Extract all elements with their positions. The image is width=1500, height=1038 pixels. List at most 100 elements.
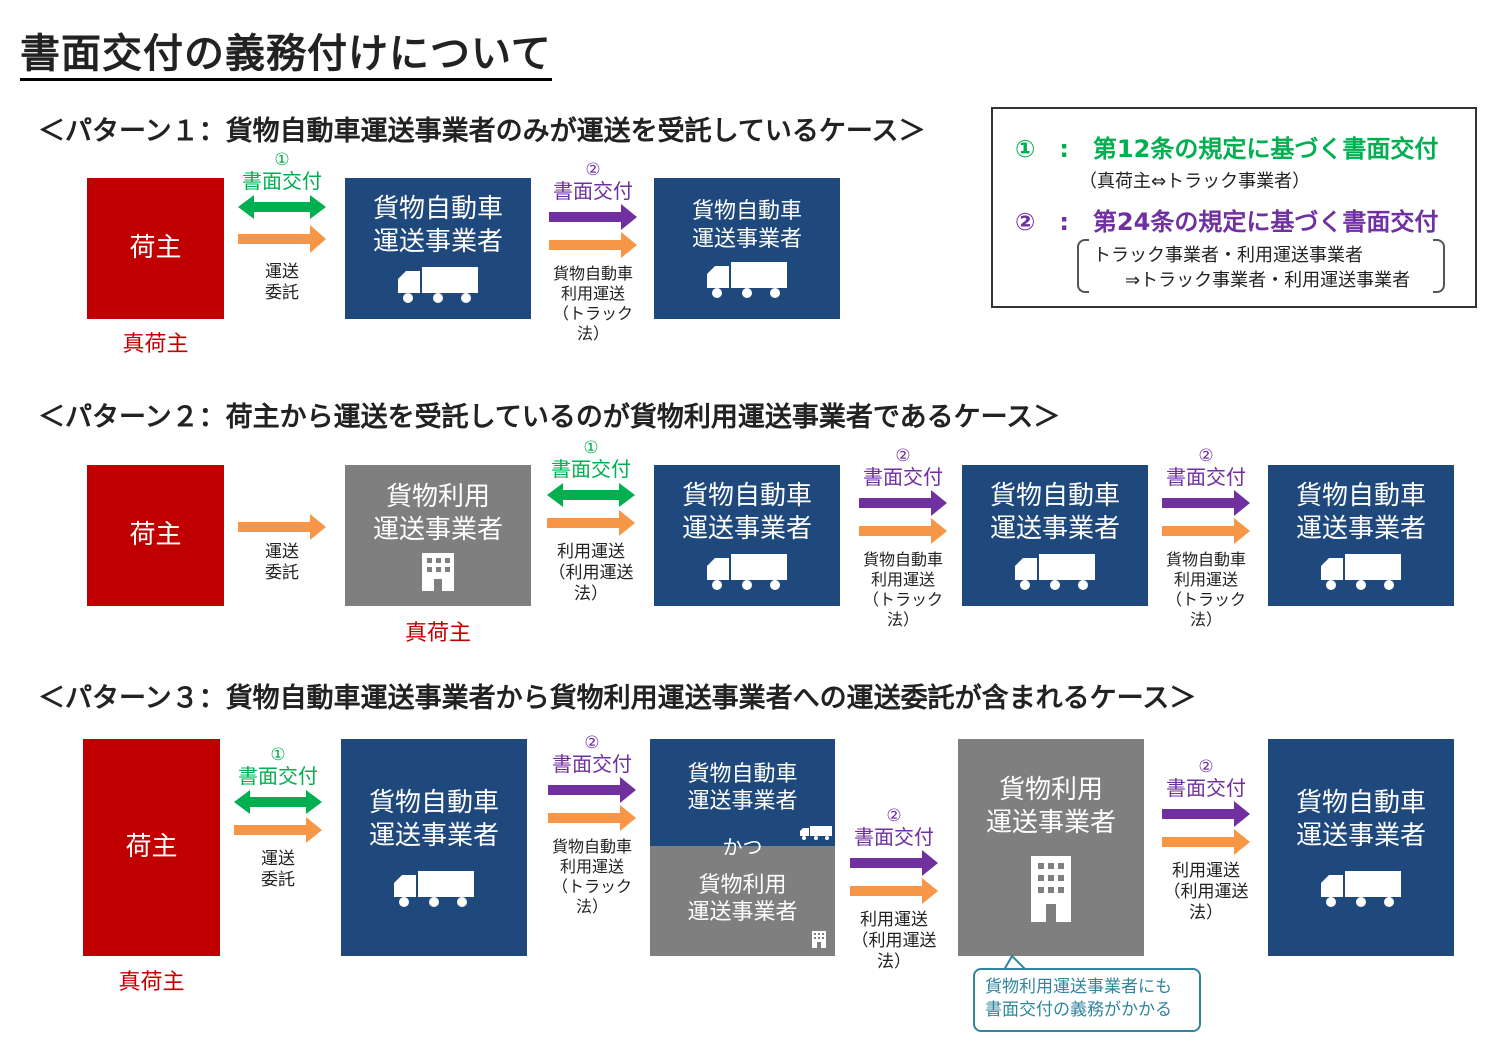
pattern1-true-shipper-note: 真荷主 bbox=[122, 332, 189, 357]
arrow-caption: 利用運送 （利用運送法） bbox=[1163, 861, 1249, 923]
arrow-caption: 運送 委託 bbox=[261, 849, 295, 890]
page-title: 書面交付の義務付けについて bbox=[20, 30, 552, 81]
pattern2-true-shipper-note: 真荷主 bbox=[404, 621, 471, 646]
legend-bracket-left bbox=[1077, 239, 1089, 293]
carrier-label: 貨物自動車 運送事業者 bbox=[691, 198, 802, 252]
purple-arrow-icon bbox=[850, 850, 938, 904]
carrier-label: 貨物自動車 運送事業者 bbox=[1295, 787, 1426, 851]
pattern1-arrow-2: ② 書面交付 貨物自動車 利用運送 （トラック法） bbox=[547, 160, 639, 344]
circle-one: ① bbox=[270, 745, 286, 765]
pattern3-carrier-1-box: 貨物自動車 運送事業者 bbox=[341, 739, 527, 956]
building-icon bbox=[1027, 854, 1075, 922]
pattern2-shipper-box: 荷主 bbox=[87, 465, 224, 606]
arrow-caption: 貨物自動車 利用運送 （トラック法） bbox=[862, 550, 943, 629]
document-delivery-label: 書面交付 bbox=[551, 457, 631, 481]
callout-note: 貨物利用運送事業者にも 書面交付の義務がかかる bbox=[973, 968, 1201, 1032]
pattern3-heading: ＜パターン３：貨物自動車運送事業者から貨物利用運送事業者への運送委託が含まれるケ… bbox=[38, 683, 1197, 714]
truck-icon bbox=[1319, 552, 1403, 592]
circle-two: ② bbox=[895, 446, 911, 466]
circle-one: ① bbox=[274, 150, 290, 170]
forwarder-label: 貨物利用 運送事業者 bbox=[372, 481, 503, 545]
double-arrow-icon bbox=[234, 790, 322, 843]
arrow-caption: 運送 委託 bbox=[265, 262, 299, 303]
legend-bracket-right bbox=[1433, 239, 1445, 293]
combo-forwarder-label: 貨物利用 運送事業者 bbox=[687, 873, 798, 925]
purple-arrow-icon bbox=[859, 490, 947, 544]
document-delivery-label: 書面交付 bbox=[863, 465, 943, 489]
arrow-caption: 貨物自動車 利用運送 （トラック法） bbox=[552, 264, 633, 343]
circle-two: ② bbox=[1198, 446, 1214, 466]
carrier-label: 貨物自動車 運送事業者 bbox=[989, 480, 1120, 544]
circle-one: ① bbox=[583, 438, 599, 458]
pattern1-shipper-label: 荷主 bbox=[129, 233, 182, 263]
small-truck-icon bbox=[799, 825, 833, 841]
pattern3-arrow-3: ② 書面交付 利用運送 （利用運送法） bbox=[848, 806, 940, 973]
pattern3-arrow-2: ② 書面交付 貨物自動車 利用運送 （トラック法） bbox=[546, 733, 638, 917]
orange-arrow-icon bbox=[238, 225, 326, 253]
purple-arrow-icon bbox=[1162, 490, 1250, 544]
carrier-label: 貨物自動車 運送事業者 bbox=[372, 193, 503, 257]
purple-arrow-icon bbox=[549, 204, 637, 258]
arrow-caption: 利用運送 （利用運送法） bbox=[851, 910, 937, 972]
pattern3-arrow-1: ① 書面交付 運送 委託 bbox=[232, 745, 324, 891]
pattern2-carrier-2-box: 貨物自動車 運送事業者 bbox=[962, 465, 1148, 606]
pattern1-carrier-1-box: 貨物自動車 運送事業者 bbox=[345, 178, 531, 319]
combo-carrier-part: 貨物自動車 運送事業者 bbox=[650, 739, 835, 846]
carrier-label: 貨物自動車 運送事業者 bbox=[1295, 480, 1426, 544]
arrow-caption: 利用運送 （利用運送法） bbox=[548, 542, 634, 604]
pattern1-heading: ＜パターン１：貨物自動車運送事業者のみが運送を受託しているケース＞ bbox=[38, 116, 926, 147]
circle-two: ② bbox=[585, 160, 601, 180]
pattern3-true-shipper-note: 真荷主 bbox=[118, 970, 185, 995]
legend-line-2: ② : 第24条の規定に基づく書面交付 bbox=[1015, 208, 1439, 236]
document-delivery-label: 書面交付 bbox=[242, 169, 322, 193]
legend-line-1-sub: （真荷主⇔トラック事業者） bbox=[1079, 171, 1311, 192]
circle-two: ② bbox=[1198, 757, 1214, 777]
legend-line-1: ① : 第12条の規定に基づく書面交付 bbox=[1015, 135, 1439, 163]
small-building-icon bbox=[811, 930, 827, 948]
arrow-caption: 運送 委託 bbox=[265, 542, 299, 583]
pattern2-arrow-0: 運送 委託 bbox=[236, 512, 328, 584]
truck-icon bbox=[396, 265, 480, 305]
pattern1-shipper-box: 荷主 bbox=[87, 178, 224, 319]
carrier-label: 貨物自動車 運送事業者 bbox=[368, 787, 499, 851]
purple-arrow-icon bbox=[1162, 801, 1250, 855]
purple-arrow-icon bbox=[548, 777, 636, 831]
combo-and-label: かつ bbox=[722, 835, 763, 859]
pattern3-shipper-label: 荷主 bbox=[125, 832, 178, 862]
document-delivery-label: 書面交付 bbox=[854, 825, 934, 849]
pattern2-arrow-2: ② 書面交付 貨物自動車 利用運送 （トラック法） bbox=[857, 446, 949, 630]
legend-box: ① : 第12条の規定に基づく書面交付 （真荷主⇔トラック事業者） ② : 第2… bbox=[991, 107, 1477, 308]
double-arrow-icon bbox=[238, 195, 326, 253]
pattern2-forwarder-box: 貨物利用 運送事業者 bbox=[345, 465, 531, 606]
circle-two: ② bbox=[584, 733, 600, 753]
truck-icon bbox=[392, 869, 476, 909]
orange-arrow-icon bbox=[238, 514, 326, 540]
document-delivery-label: 書面交付 bbox=[552, 752, 632, 776]
truck-icon bbox=[705, 260, 789, 300]
document-delivery-label: 書面交付 bbox=[553, 179, 633, 203]
combo-forwarder-part: 貨物利用 運送事業者 bbox=[650, 846, 835, 956]
pattern3-combo-box: 貨物自動車 運送事業者 貨物利用 運送事業者 かつ bbox=[650, 739, 835, 956]
pattern2-shipper-label: 荷主 bbox=[129, 520, 182, 550]
document-delivery-label: 書面交付 bbox=[1166, 465, 1246, 489]
legend-line-2-sub1: トラック事業者・利用運送事業者 bbox=[1093, 245, 1363, 266]
arrow-caption: 貨物自動車 利用運送 （トラック法） bbox=[551, 837, 632, 916]
pattern2-carrier-1-box: 貨物自動車 運送事業者 bbox=[654, 465, 840, 606]
combo-carrier-label: 貨物自動車 運送事業者 bbox=[687, 762, 798, 814]
document-delivery-label: 書面交付 bbox=[238, 764, 318, 788]
pattern3-carrier-2-box: 貨物自動車 運送事業者 bbox=[1268, 739, 1454, 956]
pattern3-shipper-box: 荷主 bbox=[83, 739, 220, 956]
circle-two: ② bbox=[886, 806, 902, 826]
pattern3-forwarder-box: 貨物利用 運送事業者 bbox=[958, 739, 1144, 956]
truck-icon bbox=[1319, 869, 1403, 909]
pattern3-arrow-4: ② 書面交付 利用運送 （利用運送法） bbox=[1160, 757, 1252, 924]
double-arrow-icon bbox=[547, 483, 635, 536]
building-icon bbox=[418, 551, 458, 591]
truck-icon bbox=[1013, 552, 1097, 592]
pattern2-carrier-3-box: 貨物自動車 運送事業者 bbox=[1268, 465, 1454, 606]
forwarder-label: 貨物利用 運送事業者 bbox=[985, 774, 1116, 838]
carrier-label: 貨物自動車 運送事業者 bbox=[681, 480, 812, 544]
pattern2-arrow-3: ② 書面交付 貨物自動車 利用運送 （トラック法） bbox=[1160, 446, 1252, 630]
document-delivery-label: 書面交付 bbox=[1166, 776, 1246, 800]
arrow-caption: 貨物自動車 利用運送 （トラック法） bbox=[1165, 550, 1246, 629]
